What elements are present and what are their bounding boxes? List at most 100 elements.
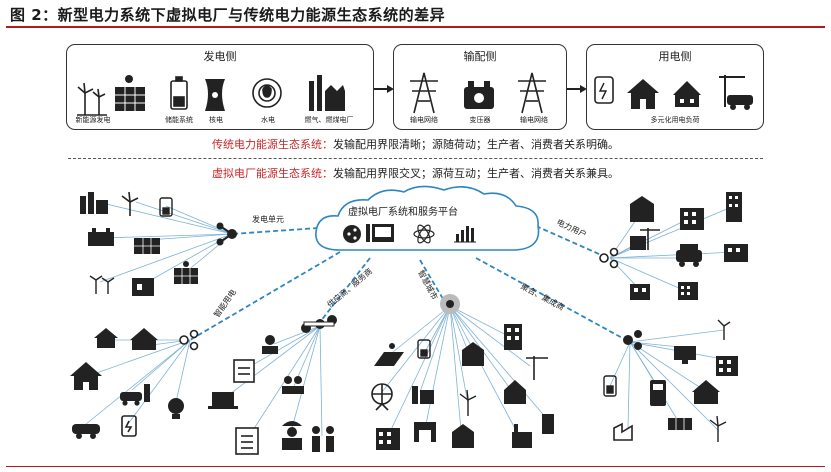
title-rule: [6, 26, 825, 28]
battery-icon: [603, 375, 617, 397]
wind-turbine-icon: [77, 82, 107, 116]
battery-icon: [417, 339, 431, 359]
ev-car-icon: [719, 75, 753, 110]
aggregator-hub-cluster: [603, 319, 738, 442]
smart-usage-hub-cluster: [70, 328, 199, 439]
power-plant-icon: [512, 424, 532, 448]
generation-side-box: 发电侧: [66, 44, 374, 130]
gen-item-hydro: 水电: [261, 116, 275, 124]
apartment-building-icon: [680, 208, 704, 230]
fuel-charger-icon: [650, 380, 666, 406]
wind-turbine-icon: [459, 389, 477, 416]
bottom-rule: [6, 466, 825, 467]
wind-turbine-icon: [717, 319, 731, 340]
city-hall-icon: [462, 342, 484, 366]
generation-hub-cluster: [80, 191, 237, 296]
battery-pack-icon: [88, 228, 114, 246]
transformer-icon: [464, 81, 494, 109]
virtual-text: 发输配用界限交叉；源荷互动；生产者、消费者关系兼具。: [333, 167, 619, 180]
hub-node: [216, 222, 237, 246]
high-rise-icon: [542, 414, 554, 434]
solar-panel-icon: [134, 238, 160, 254]
dist-item-grid-2: 输电网络: [520, 116, 548, 124]
office-building-icon: [716, 356, 738, 376]
generation-icons: [77, 75, 345, 116]
dist-item-grid-1: 输电网络: [410, 116, 438, 124]
document-icon: [233, 359, 255, 383]
cons-item-diverse-load: 多元化用电负荷: [650, 116, 700, 124]
house-icon: [627, 79, 659, 109]
consumption-side-box: 用电侧 多元化用电负荷: [586, 44, 764, 130]
hub-node: [599, 247, 619, 269]
lightbulb-icon: [168, 398, 184, 419]
battery-icon: [170, 76, 188, 110]
solar-array-icon: [668, 418, 692, 430]
electric-car-icon: [72, 424, 100, 439]
residential-buildings-icon: [673, 81, 701, 107]
house-icon: [692, 380, 720, 404]
arrow-right-icon: [374, 85, 394, 93]
charging-plug-icon: [594, 76, 614, 104]
wind-turbine-icon: [121, 191, 139, 216]
transmission-tower-icon: [518, 72, 546, 114]
vpp-network-diagram: 发电单元 电力用户 智能用电 供应商、服务商 智慧城市 聚合、集成商: [70, 185, 748, 455]
gen-item-new-energy: 新能源发电: [75, 116, 111, 124]
engineer-icon: [282, 421, 302, 450]
bar-chart-icon: [454, 226, 476, 243]
gear-hub-icon: [301, 315, 337, 333]
dist-item-transformer: 变压器: [469, 116, 491, 124]
supplier-hub-cluster: [208, 315, 337, 455]
hub-node: [623, 330, 642, 350]
handshake-icon: [312, 426, 334, 452]
smart-city-hub-cluster: [371, 294, 554, 450]
factory-icon: [412, 386, 434, 404]
building-icon: [678, 282, 698, 300]
hub-node: [179, 329, 199, 351]
solar-panel-icon: [174, 261, 198, 284]
generation-side-title: 发电侧: [203, 50, 237, 63]
factory-outline-icon: [613, 422, 633, 441]
solar-panel-icon: [115, 75, 145, 111]
label-supplier: 供应商、服务商: [325, 266, 374, 310]
gen-item-storage: 储能系统: [165, 116, 193, 124]
tower-block-icon: [376, 428, 400, 450]
monitor-icon: [366, 224, 394, 242]
atom-icon: [413, 224, 435, 244]
section-divider: [68, 158, 763, 159]
team-icon: [282, 376, 304, 394]
house-icon: [70, 362, 102, 390]
label-gen-unit: 发电单元: [252, 214, 284, 224]
church-icon: [504, 380, 526, 404]
ferris-wheel-icon: [371, 383, 393, 411]
factory-icon: [80, 192, 108, 214]
townhouse-icon: [452, 424, 474, 448]
smart-city-hub-icon: [440, 294, 460, 314]
store-building-icon: [630, 284, 650, 300]
office-building-icon: [630, 196, 654, 222]
power-user-hub-cluster: [599, 192, 748, 300]
label-aggregator: 聚合、集成商: [519, 281, 566, 312]
phone-plug-icon: [121, 415, 137, 437]
residential-icon: [130, 328, 158, 350]
ev-charging-icon: [120, 384, 150, 406]
traditional-text: 发输配用界限清晰；源随荷动；生产者、消费者关系明确。: [333, 138, 619, 151]
hydro-power-icon: [252, 78, 282, 108]
storage-unit-icon: [132, 278, 154, 296]
checklist-icon: [235, 427, 259, 455]
virtual-statement: 虚拟电厂能源生态系统：发输配用界限交叉；源荷互动；生产者、消费者关系兼具。: [0, 165, 831, 181]
shop-icon: [414, 422, 436, 442]
crane-icon: [526, 356, 548, 380]
ev-charging-icon: [676, 244, 702, 267]
traditional-label: 传统电力能源生态系统：: [212, 138, 333, 151]
handshake-worker-icon: [262, 335, 278, 354]
laptop-icon: [208, 392, 238, 409]
nuclear-plant-icon: [205, 79, 225, 111]
factory-building-icon: [724, 244, 748, 262]
wind-turbine-icon: [709, 415, 727, 442]
wind-turbine-icon: [89, 275, 115, 294]
transmission-tower-icon: [410, 72, 438, 114]
distribution-side-box: 输配侧 输电网络 变压器 输电网络: [393, 44, 567, 130]
house-plug-icon: [94, 328, 118, 348]
tower-building-icon: [726, 192, 742, 222]
share-icon: [343, 225, 361, 243]
